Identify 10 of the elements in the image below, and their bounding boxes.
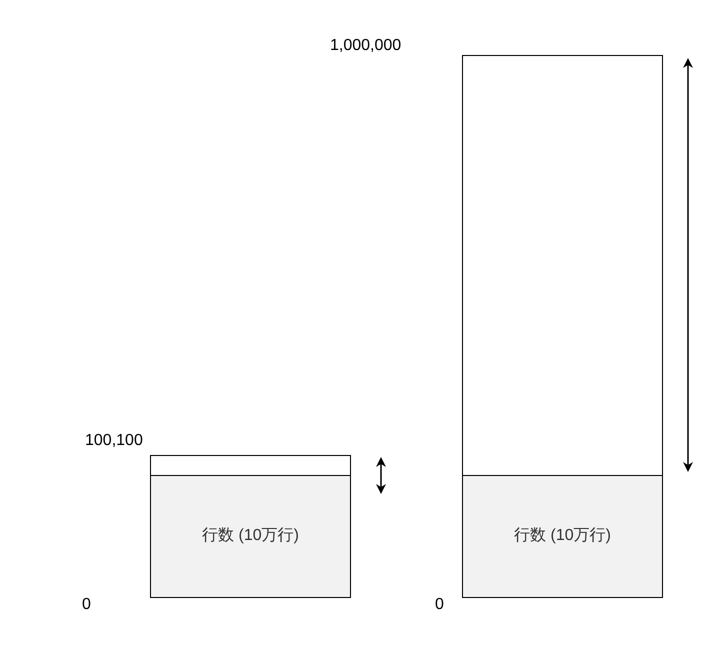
bar-segment bbox=[150, 475, 351, 598]
axis-value: 1,000,000 bbox=[330, 37, 402, 55]
segment-label: 行数 (10万行) bbox=[201, 526, 300, 546]
bar-segment bbox=[462, 475, 663, 598]
axis-value: 0 bbox=[82, 596, 91, 614]
bar-segment bbox=[462, 55, 663, 476]
axis-value: 100,100 bbox=[85, 432, 143, 450]
bar-segment bbox=[150, 455, 351, 476]
segment-label: 行数 (10万行) bbox=[513, 526, 612, 546]
axis-value: 0 bbox=[435, 596, 444, 614]
